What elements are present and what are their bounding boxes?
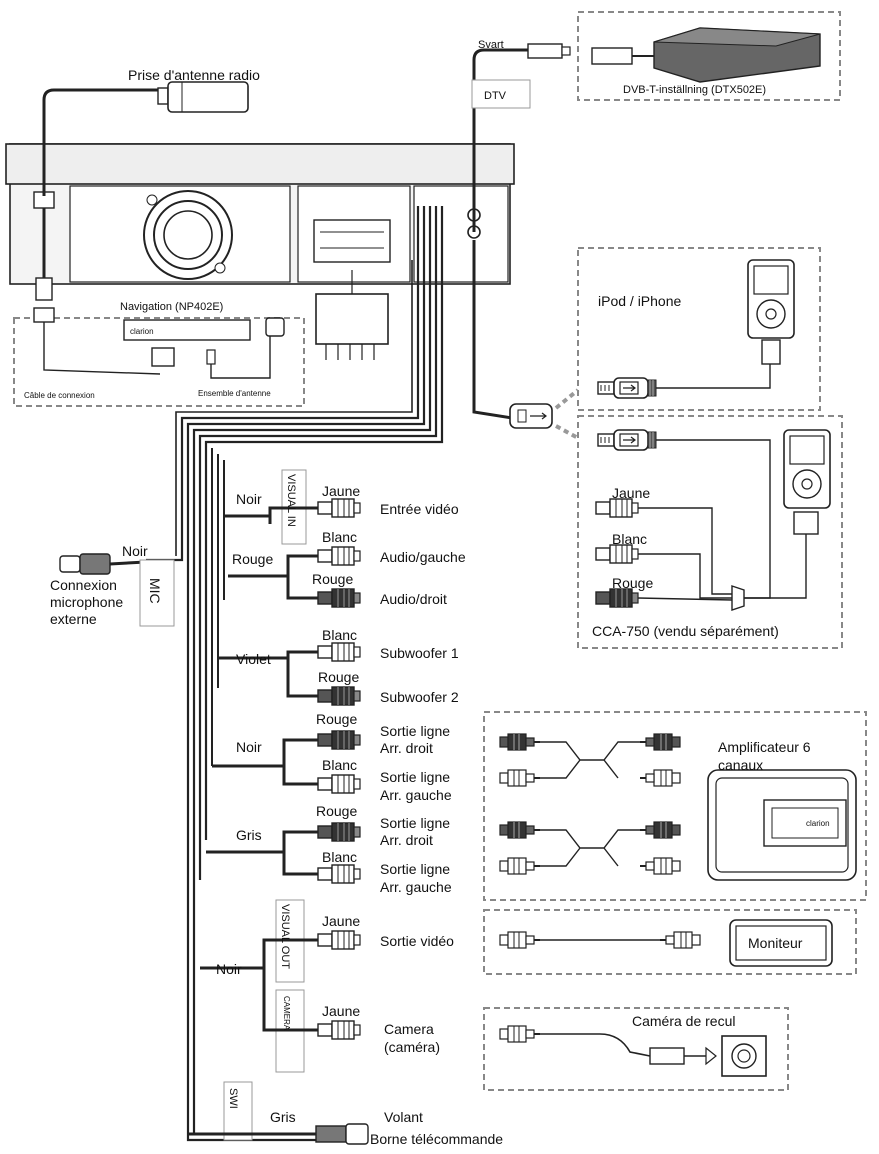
mic-label-1: Connexion — [50, 577, 117, 593]
visual-out-group-label: Noir — [216, 961, 242, 977]
navigation-box — [13, 208, 305, 407]
mic-wire-label: Noir — [122, 543, 148, 559]
audio-left-label: Audio/gauche — [380, 549, 466, 565]
visual-in-blanc: Blanc — [322, 529, 357, 545]
cca-rouge: Rouge — [612, 575, 653, 591]
visual-in-rouge-group: Rouge — [232, 551, 273, 567]
line-out-1-group — [212, 730, 361, 794]
visual-in-group — [224, 469, 361, 608]
line-out-2-group — [206, 822, 361, 884]
amplifier-label-1: Amplificateur 6 — [718, 739, 811, 755]
monitor-box — [483, 909, 857, 975]
line-out-2-group-label: Gris — [236, 827, 262, 843]
lo2-right-2: Arr. droit — [380, 832, 433, 848]
camera-label-1: Camera — [384, 1021, 434, 1037]
lo1-right-1: Sortie ligne — [380, 723, 450, 739]
swi-label-1: Volant — [384, 1109, 423, 1125]
mic-connector — [59, 553, 175, 627]
mic-tag: MIC — [147, 578, 163, 604]
head-unit — [5, 143, 515, 285]
antenna-set-label: Ensemble d'antenne — [198, 389, 271, 398]
lo2-right-1: Sortie ligne — [380, 815, 450, 831]
nav-brand: clarion — [130, 327, 154, 336]
subwoofer-group — [218, 642, 361, 706]
swi-wire-label: Gris — [270, 1109, 296, 1125]
dtv-connection — [471, 11, 841, 232]
cca-label: CCA-750 (vendu séparément) — [592, 623, 779, 639]
cca-jaune: Jaune — [612, 485, 650, 501]
lo2-left-1: Sortie ligne — [380, 861, 450, 877]
mic-label-2: microphone — [50, 594, 123, 610]
dvbt-label: DVB-T-inställning (DTX502E) — [623, 84, 766, 96]
visual-in-jaune: Jaune — [322, 483, 360, 499]
lo2-rouge: Rouge — [316, 803, 357, 819]
audio-right-label: Audio/droit — [380, 591, 447, 607]
swi-label-2: Borne télécommande — [370, 1131, 503, 1147]
camera-label-2: (caméra) — [384, 1039, 440, 1055]
antenna-jack-label: Prise d'antenne radio — [128, 67, 260, 83]
video-out-label: Sortie vidéo — [380, 933, 454, 949]
cca-blanc: Blanc — [612, 531, 647, 547]
amp-brand: clarion — [806, 819, 830, 828]
rear-camera-box — [483, 1007, 789, 1091]
amplifier-label-2: canaux — [718, 757, 763, 773]
visual-out-jaune: Jaune — [322, 913, 360, 929]
monitor-label: Moniteur — [748, 935, 803, 951]
swi-connector — [188, 1081, 369, 1145]
ipod-connection — [472, 240, 843, 649]
iso-plug — [315, 270, 389, 360]
lo1-right-2: Arr. droit — [380, 740, 433, 756]
labels: Svart DTV DVB-T-inställning (DTX502E) Pr… — [24, 39, 830, 1147]
sub-blanc: Blanc — [322, 627, 357, 643]
subwoofer-1-label: Subwoofer 1 — [380, 645, 459, 661]
line-out-1-group-label: Noir — [236, 739, 262, 755]
dtv-label: DTV — [484, 90, 507, 102]
visual-in-tag: VISUAL IN — [285, 474, 297, 527]
radio-antenna-plug — [42, 81, 249, 196]
sub-rouge: Rouge — [318, 669, 359, 685]
svart-label: Svart — [478, 39, 504, 51]
subwoofer-group-label: Violet — [236, 651, 271, 667]
amplifier-box — [483, 711, 867, 901]
lo1-blanc: Blanc — [322, 757, 357, 773]
visual-in-rouge: Rouge — [312, 571, 353, 587]
main-harness — [146, 206, 444, 1142]
video-in-label: Entrée vidéo — [380, 501, 459, 517]
camera-jaune: Jaune — [322, 1003, 360, 1019]
navigation-title: Navigation (NP402E) — [120, 301, 223, 313]
swi-tag: SWI — [227, 1088, 239, 1109]
lo1-rouge: Rouge — [316, 711, 357, 727]
connection-cable-label: Câble de connexion — [24, 391, 95, 400]
camera-tag: CAMERA — [282, 996, 291, 1031]
mic-label-3: externe — [50, 611, 97, 627]
ipod-label: iPod / iPhone — [598, 293, 681, 309]
visual-out-tag: VISUAL OUT — [279, 904, 291, 969]
lo1-left-2: Arr. gauche — [380, 787, 452, 803]
lo2-blanc: Blanc — [322, 849, 357, 865]
visual-out-group — [200, 899, 361, 1073]
visual-in-group-label: Noir — [236, 491, 262, 507]
lo2-left-2: Arr. gauche — [380, 879, 452, 895]
rear-camera-label: Caméra de recul — [632, 1013, 736, 1029]
lo1-left-1: Sortie ligne — [380, 769, 450, 785]
subwoofer-2-label: Subwoofer 2 — [380, 689, 459, 705]
